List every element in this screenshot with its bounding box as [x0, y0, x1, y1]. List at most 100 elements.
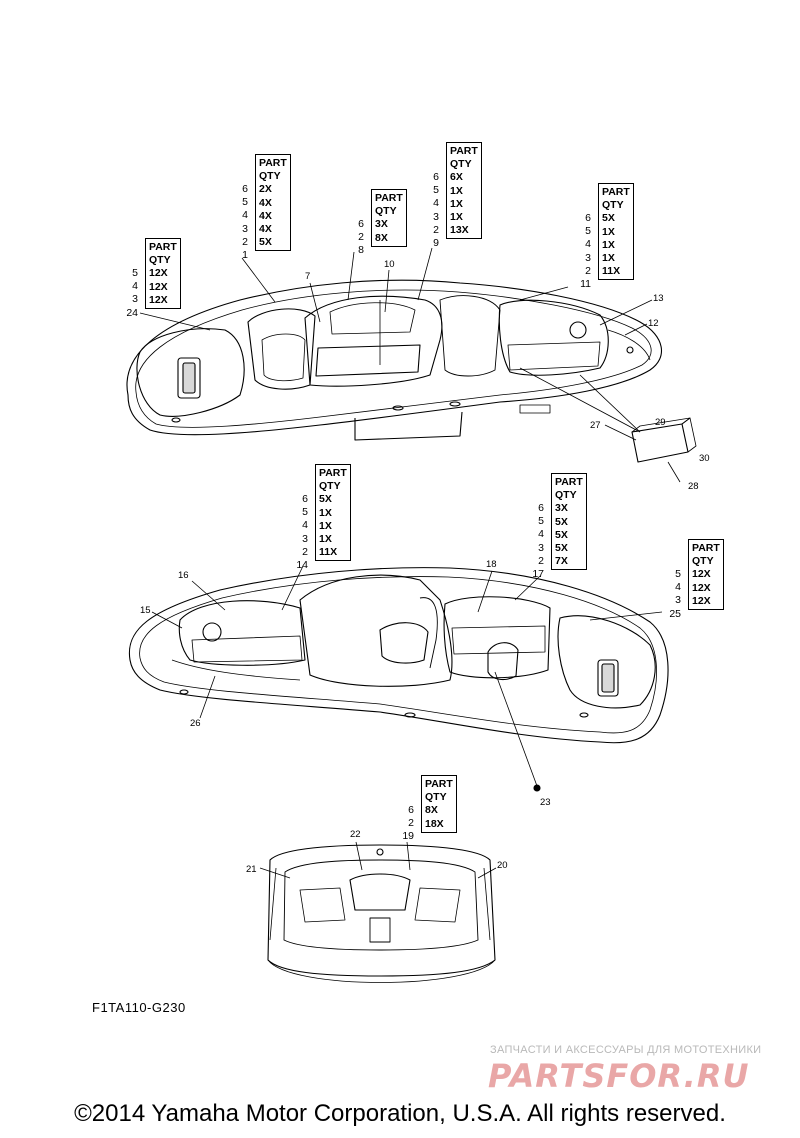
qty-value: 3X — [555, 502, 568, 515]
part-number: 3 — [132, 293, 138, 306]
part-number: 5 — [433, 184, 439, 197]
callout-16: 16 — [178, 570, 189, 581]
qty-value: 1X — [450, 184, 463, 197]
part-number: 6 — [538, 502, 544, 514]
part-number: 19 — [402, 830, 414, 843]
part-number: 2 — [302, 545, 308, 558]
qty-table-header: QTY — [319, 480, 341, 493]
part-number: 5 — [132, 267, 138, 279]
callout-7: 7 — [305, 271, 311, 282]
qty-table-header: QTY — [425, 791, 447, 804]
qty-table-header: QTY — [450, 158, 472, 171]
qty-table-header: QTY — [375, 205, 397, 218]
callout-18: 18 — [486, 559, 497, 570]
qty-value: 1X — [450, 197, 463, 210]
callout-20: 20 — [497, 860, 508, 871]
qty-table-header: PART — [425, 778, 453, 790]
qty-value: 18X — [425, 817, 444, 830]
callout-29: 29 — [655, 417, 666, 428]
part-number: 5 — [242, 196, 248, 209]
watermark-tagline: ЗАПЧАСТИ И АКСЕССУАРЫ ДЛЯ МОТОТЕХНИКИ — [490, 1044, 762, 1056]
part-number: 2 — [433, 223, 439, 236]
qty-value: 6X — [450, 171, 463, 184]
callout-15: 15 — [140, 605, 151, 616]
part-number: 4 — [242, 209, 248, 222]
part-number: 4 — [675, 581, 681, 594]
qty-value: 12X — [149, 293, 168, 306]
callout-21: 21 — [246, 864, 257, 875]
part-number: 6 — [433, 171, 439, 183]
top-hull-drawing — [126, 279, 697, 463]
part-number: 6 — [408, 804, 414, 816]
part-number: 14 — [296, 559, 308, 572]
qty-value: 12X — [692, 594, 711, 607]
part-number: 3 — [433, 210, 439, 223]
qty-table-header: PART — [555, 476, 583, 488]
qty-value: 4X — [259, 223, 272, 236]
part-number: 2 — [585, 264, 591, 277]
qty-table-header: QTY — [692, 555, 714, 568]
callout-30: 30 — [699, 453, 710, 464]
part-number: 3 — [675, 594, 681, 607]
qty-value: 1X — [319, 519, 332, 532]
part-number: 5 — [675, 568, 681, 580]
part-number: 6 — [242, 183, 248, 195]
part-number: 5 — [585, 225, 591, 238]
watermark-logo: PARTSFOR.RU — [488, 1057, 750, 1095]
qty-table-header: QTY — [555, 489, 577, 502]
part-number: 3 — [538, 541, 544, 554]
part-number: 2 — [408, 817, 414, 830]
part-number: 4 — [132, 280, 138, 293]
qty-table-header: PART — [692, 542, 720, 554]
qty-value: 5X — [555, 515, 568, 528]
qty-value: 1X — [602, 252, 615, 265]
qty-table-header: QTY — [259, 170, 281, 183]
qty-value: 11X — [602, 265, 621, 278]
copyright-notice: ©2014 Yamaha Motor Corporation, U.S.A. A… — [74, 1100, 726, 1127]
qty-value: 12X — [149, 267, 168, 280]
qty-table-header: PART — [602, 186, 630, 198]
qty-value: 1X — [319, 506, 332, 519]
part-number: 6 — [358, 218, 364, 230]
part-number: 2 — [358, 231, 364, 244]
callout-27: 27 — [590, 420, 601, 431]
leader-lines — [139, 247, 681, 879]
qty-value: 1X — [319, 533, 332, 546]
part-number: 4 — [433, 197, 439, 210]
part-number: 5 — [538, 515, 544, 528]
callout-12: 12 — [648, 318, 659, 329]
qty-table-header: QTY — [602, 199, 624, 212]
part-number: 4 — [585, 238, 591, 251]
part-number: 25 — [669, 607, 681, 620]
qty-value: 13X — [450, 224, 469, 237]
part-number: 24 — [126, 306, 138, 319]
callout-26: 26 — [190, 718, 201, 729]
qty-value: 4X — [259, 196, 272, 209]
qty-value: 5X — [319, 493, 332, 506]
part-number: 4 — [302, 519, 308, 532]
qty-value: 5X — [555, 528, 568, 541]
qty-table-header: PART — [149, 241, 177, 253]
qty-value: 8X — [375, 231, 388, 244]
part-number: 8 — [358, 244, 364, 257]
part-number: 6 — [585, 212, 591, 224]
middle-hull-drawing — [128, 567, 669, 744]
part-number: 9 — [433, 237, 439, 250]
qty-table-header: QTY — [149, 254, 171, 267]
qty-value: 1X — [602, 238, 615, 251]
callout-28: 28 — [688, 481, 699, 492]
qty-table-header: PART — [450, 145, 478, 157]
qty-value: 12X — [692, 568, 711, 581]
